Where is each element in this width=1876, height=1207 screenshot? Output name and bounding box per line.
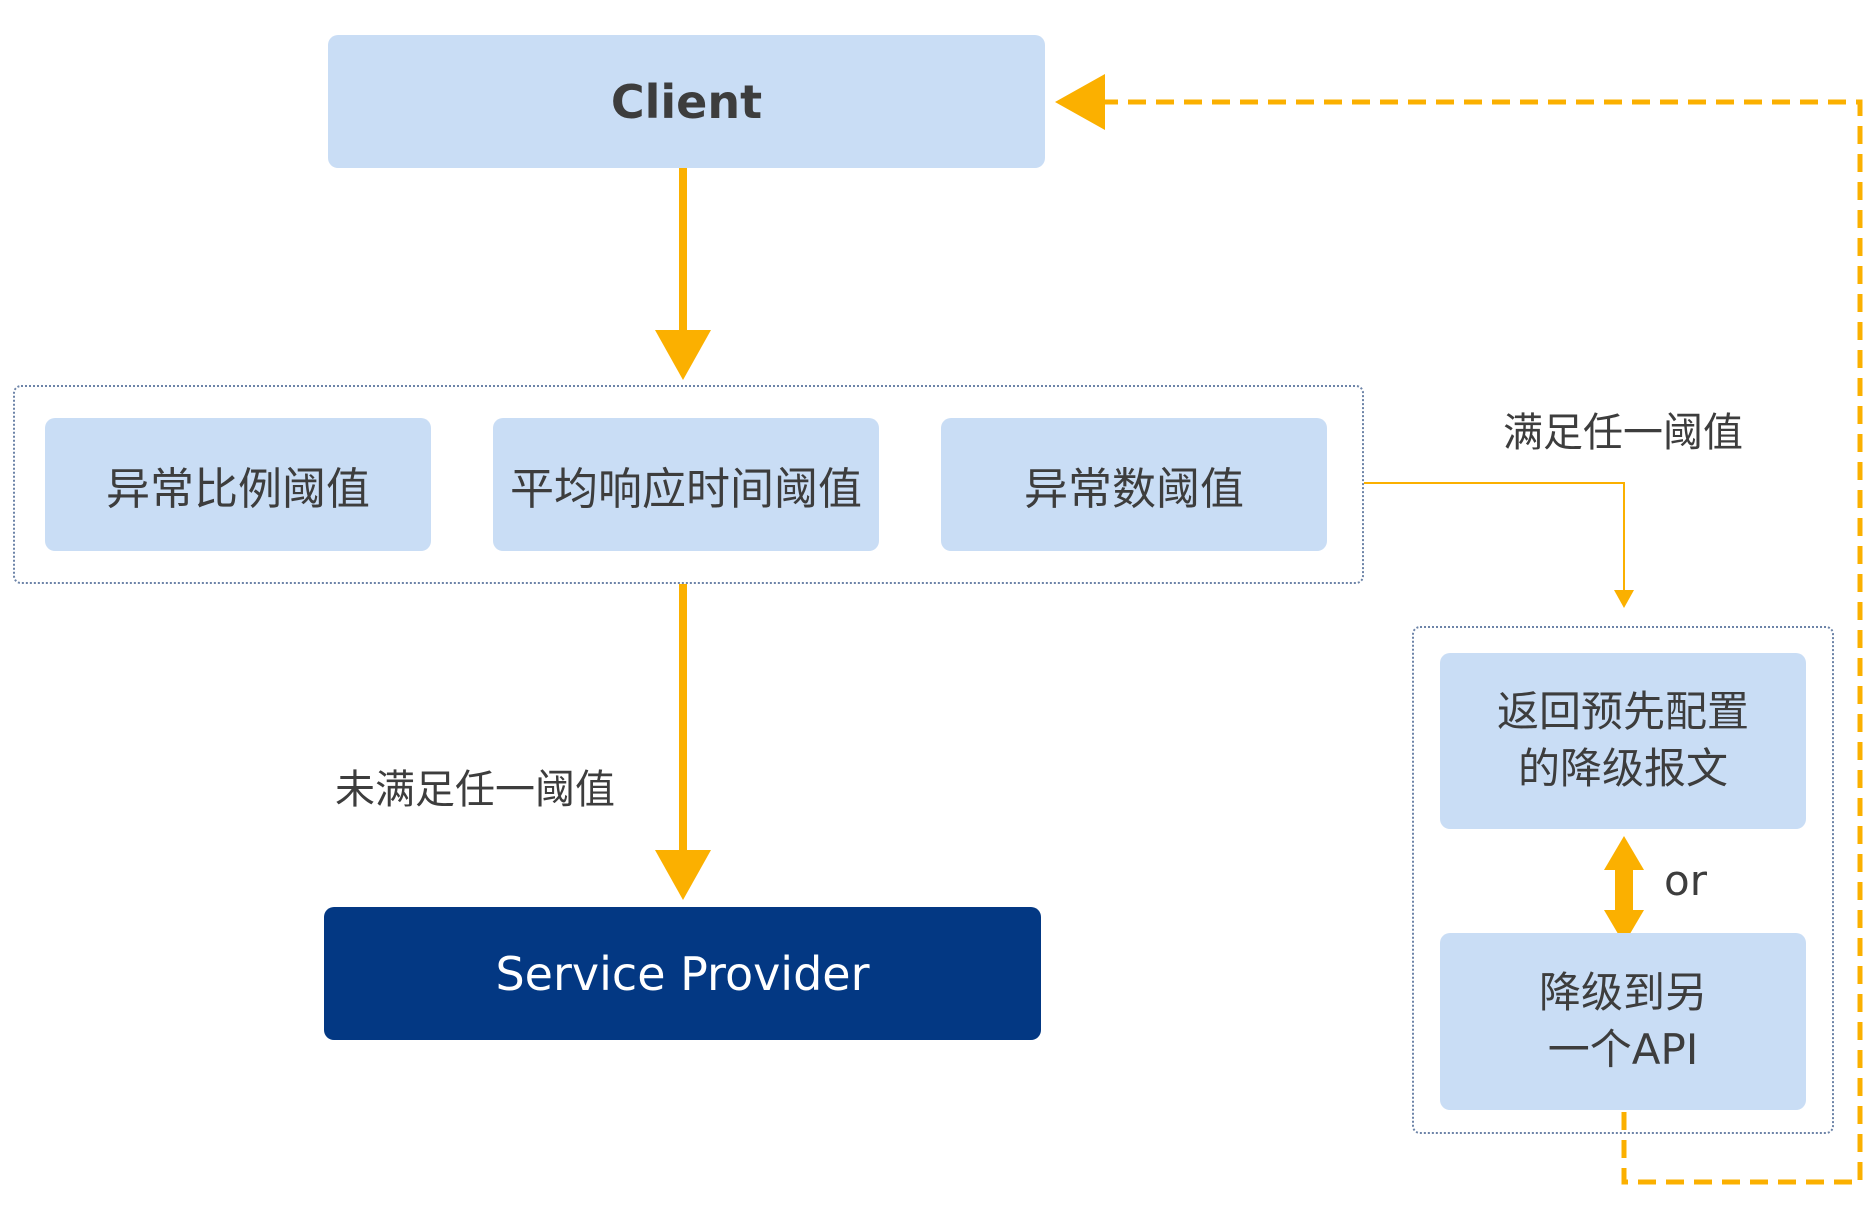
not-met-label: 未满足任一阈值 <box>335 767 615 813</box>
degrade-api-label: 降级到另一个API <box>1538 967 1707 1074</box>
double-arrow-up-head <box>1604 836 1644 870</box>
service-provider-label: Service Provider <box>495 946 870 1001</box>
double-arrow-down-head <box>1604 910 1644 944</box>
met-label: 满足任一阈值 <box>1503 410 1743 456</box>
degrade-api-node: 降级到另一个API <box>1440 933 1806 1110</box>
service-provider-node: Service Provider <box>324 907 1041 1040</box>
fallback-group <box>1412 626 1834 1134</box>
exception-count-label: 异常数阈值 <box>1024 463 1244 515</box>
double-arrow-shaft <box>1615 865 1633 915</box>
response-time-node: 平均响应时间阈值 <box>493 418 879 551</box>
exception-ratio-label: 异常比例阈值 <box>106 463 370 515</box>
response-time-label: 平均响应时间阈值 <box>510 463 862 515</box>
arrowhead-down-fallback <box>1614 590 1634 608</box>
or-label: or <box>1664 856 1707 905</box>
arrow-thresholds-to-fallback <box>1364 482 1625 592</box>
dashed-feedback-loop <box>1100 99 1863 1185</box>
return-fallback-label: 返回预先配置的降级报文 <box>1496 687 1749 793</box>
client-label: Client <box>610 74 763 129</box>
client-node: Client <box>328 35 1045 168</box>
exception-count-node: 异常数阈值 <box>941 418 1327 551</box>
threshold-group <box>13 385 1364 584</box>
exception-ratio-node: 异常比例阈值 <box>45 418 431 551</box>
return-fallback-node: 返回预先配置的降级报文 <box>1440 653 1806 829</box>
arrowhead-left-client <box>1055 74 1105 130</box>
arrowhead-down-provider <box>655 850 711 900</box>
arrowhead-down-thresholds <box>655 330 711 380</box>
